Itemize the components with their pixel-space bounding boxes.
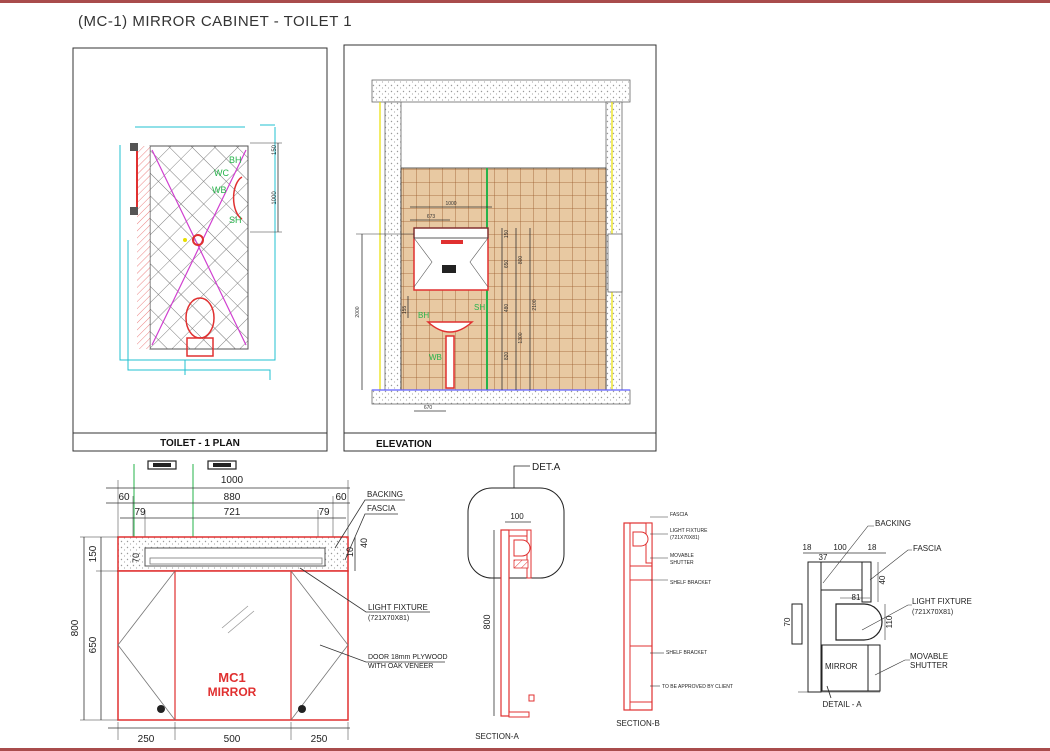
cabinet-mark-mc1: MC1 [218, 670, 245, 685]
front-dim-10: 10 [345, 547, 355, 557]
front-dim-60a: 60 [118, 492, 130, 503]
section-b-note: TO BE APPROVED BY CLIENT [662, 684, 733, 690]
detail-label-fascia: FASCIA [913, 544, 942, 553]
detail-label-light-2: (721X70X81) [912, 609, 953, 616]
detail-label-mirror: MIRROR [825, 662, 858, 671]
plan-panel: TOILET - 1 PLAN BH WC WB SH 1000 150 [72, 47, 328, 452]
front-elevation-cabinet: 1000 60 880 60 79 721 79 MC1 MIRROR 800 … [70, 460, 448, 745]
plan-label-sh: SH [229, 215, 242, 225]
section-b-movable-2: SHUTTER [670, 560, 694, 566]
front-label-door-1: DOOR 18mm PLYWOOD [368, 654, 448, 661]
section-a-det: DET.A [532, 462, 561, 473]
front-dim-800: 800 [70, 619, 81, 636]
detail-dim-110: 110 [885, 615, 894, 628]
elev-dim-673: 673 [427, 214, 436, 220]
front-dim-40: 40 [359, 538, 369, 548]
section-a: DET.A 100 800 SECTION-A [467, 462, 565, 741]
detail-a: 18 100 18 37 40 81 70 110 MIRROR BACKING… [783, 519, 972, 709]
detail-dim-37: 37 [819, 553, 828, 562]
elev-dim-1300: 1300 [518, 332, 524, 343]
elev-dim-150: 150 [504, 230, 510, 239]
section-b-shelf-2: SHELF BRACKET [666, 650, 707, 656]
front-dim-70: 70 [131, 553, 141, 563]
sheet-bottom-border [0, 748, 1050, 751]
elevation-panel: ELEVATION BH SH WB 1000 673 150 [343, 44, 657, 452]
section-b-fascia: FASCIA [670, 512, 688, 518]
front-dim-880: 880 [224, 492, 241, 503]
sheet-top-border [0, 0, 1050, 3]
detail-dim-18a: 18 [803, 543, 812, 552]
elev-label-bh: BH [418, 311, 429, 320]
detail-dim-70: 70 [783, 617, 792, 626]
plan-label-wc: WC [214, 168, 229, 178]
front-dim-79b: 79 [318, 507, 330, 518]
elev-label-sh: SH [474, 303, 485, 312]
front-dim-500: 500 [224, 734, 241, 745]
detail-dim-100: 100 [833, 543, 847, 552]
elev-dim-2000: 2000 [355, 306, 361, 317]
front-dim-79a: 79 [134, 507, 146, 518]
section-a-dim-100: 100 [510, 512, 524, 521]
section-b-light-2: (721X70X81) [670, 535, 700, 541]
front-dim-250b: 250 [311, 734, 328, 745]
front-dim-1000: 1000 [221, 475, 244, 486]
detail-label-movable-2: SHUTTER [910, 661, 948, 670]
plan-label-bh: BH [229, 155, 242, 165]
detail-dim-18b: 18 [868, 543, 877, 552]
elev-dim-800: 800 [518, 256, 524, 265]
section-a-caption: SECTION-A [475, 732, 519, 741]
front-dim-150: 150 [88, 545, 99, 562]
cabinet-mark-mirror: MIRROR [208, 685, 257, 699]
elev-dim-2100: 2100 [532, 299, 538, 310]
plan-caption: TOILET - 1 PLAN [160, 438, 240, 449]
elev-dim-155: 155 [402, 306, 408, 315]
section-b-caption: SECTION-B [616, 719, 660, 728]
front-label-light-1: LIGHT FIXTURE [368, 603, 428, 612]
section-b: FASCIA LIGHT FIXTURE (721X70X81) MOVABLE… [616, 512, 733, 728]
front-label-light-2: (721X70X81) [368, 615, 409, 622]
front-label-backing: BACKING [367, 490, 403, 499]
section-a-dim-800: 800 [482, 614, 492, 629]
front-dim-60b: 60 [335, 492, 347, 503]
front-dim-721: 721 [224, 507, 241, 518]
elevation-caption: ELEVATION [376, 439, 432, 450]
elev-dim-820: 820 [504, 352, 510, 361]
section-b-movable-1: MOVABLE [670, 553, 694, 559]
elev-dim-650: 650 [504, 260, 510, 269]
plan-dim-150: 150 [272, 144, 278, 155]
elev-dim-480: 480 [504, 304, 510, 313]
plan-label-wb: WB [212, 185, 227, 195]
elev-dim-670: 670 [424, 405, 433, 411]
section-b-light-1: LIGHT FIXTURE [670, 528, 708, 534]
front-dim-250a: 250 [138, 734, 155, 745]
section-b-shelf-1: SHELF BRACKET [670, 580, 711, 586]
detail-dim-81: 81 [852, 593, 861, 602]
detail-label-light-1: LIGHT FIXTURE [912, 597, 972, 606]
detail-label-backing: BACKING [875, 519, 911, 528]
front-label-door-2: WITH OAK VENEER [368, 663, 433, 670]
front-label-fascia: FASCIA [367, 504, 396, 513]
detail-label-movable-1: MOVABLE [910, 652, 948, 661]
elev-label-wb: WB [429, 353, 442, 362]
plan-dim-1000: 1000 [272, 191, 278, 205]
detail-dim-40: 40 [878, 575, 887, 584]
front-dim-650: 650 [88, 636, 99, 653]
detail-caption: DETAIL - A [822, 700, 862, 709]
elev-dim-1000: 1000 [445, 201, 456, 207]
sheet-title: (MC-1) MIRROR CABINET - TOILET 1 [78, 13, 352, 30]
